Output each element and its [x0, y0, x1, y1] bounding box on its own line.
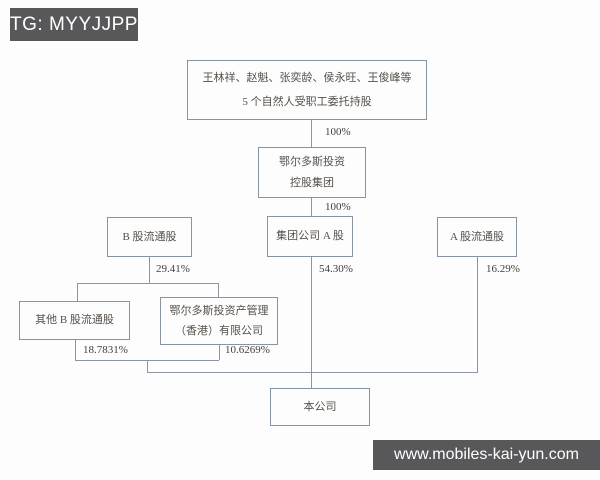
node-other-b-share-label: 其他 B 股流通股: [35, 314, 114, 327]
edge-label-hk: 10.6269%: [225, 344, 270, 356]
node-holding-line1: 鄂尔多斯投资: [279, 156, 345, 169]
connector-merge-step: [147, 360, 148, 373]
node-holding-line2: 控股集团: [290, 176, 334, 189]
node-erdos-investment-holding-group: 鄂尔多斯投资 控股集团: [258, 147, 366, 198]
connector-other-b-down: [75, 340, 76, 360]
connector-b-share-branch: [77, 283, 218, 284]
connector-holding-to-group-a: [311, 198, 312, 217]
edge-label-other-b: 18.7831%: [83, 344, 128, 356]
node-erdos-hk-company: 鄂尔多斯投资产管理 （香港）有限公司: [160, 297, 278, 345]
connector-bottom-bus: [147, 372, 478, 373]
connector-hk-down: [219, 345, 220, 360]
node-a-share-label: A 股流通股: [449, 230, 505, 243]
node-natural-person-shareholders: 王林祥、赵魁、张奕龄、侯永旺、王俊峰等 5 个自然人受职工委托持股: [187, 60, 427, 120]
edge-label-a-share: 16.29%: [486, 263, 520, 275]
node-group-a-share-label: 集团公司 A 股: [276, 230, 344, 243]
connector-branch-to-hk: [218, 283, 219, 297]
website-watermark-text: www.mobiles-kai-yun.com: [394, 446, 579, 463]
node-shareholders-line1: 王林祥、赵魁、张奕龄、侯永旺、王俊峰等: [202, 72, 412, 85]
connector-shareholders-to-holding: [311, 120, 312, 147]
node-group-company-a-share: 集团公司 A 股: [267, 216, 353, 257]
connector-b-share-down: [149, 257, 150, 284]
node-b-share-circulating: B 股流通股: [107, 217, 192, 257]
connector-group-a-to-company: [311, 257, 312, 388]
edge-label-group-a: 54.30%: [319, 263, 353, 275]
telegram-watermark-badge: TG: MYYJJPP: [10, 8, 138, 41]
website-watermark-badge: www.mobiles-kai-yun.com: [373, 440, 600, 470]
connector-branch-to-other-b: [77, 283, 78, 301]
connector-a-share-down: [477, 257, 478, 373]
node-a-share-circulating: A 股流通股: [437, 217, 517, 257]
node-shareholders-line2: 5 个自然人受职工委托持股: [242, 95, 372, 108]
node-company-label: 本公司: [303, 400, 337, 413]
node-hk-line2: （香港）有限公司: [175, 324, 263, 337]
node-this-company: 本公司: [270, 388, 370, 426]
telegram-watermark-text: TG: MYYJJPP: [10, 13, 138, 35]
node-other-b-share-circulating: 其他 B 股流通股: [19, 301, 130, 340]
node-b-share-label: B 股流通股: [122, 230, 177, 243]
edge-label-shareholders-holding: 100%: [325, 126, 351, 138]
edge-label-b-share: 29.41%: [156, 263, 190, 275]
node-hk-line1: 鄂尔多斯投资产管理: [169, 305, 269, 318]
edge-label-holding-group-a: 100%: [325, 201, 351, 213]
